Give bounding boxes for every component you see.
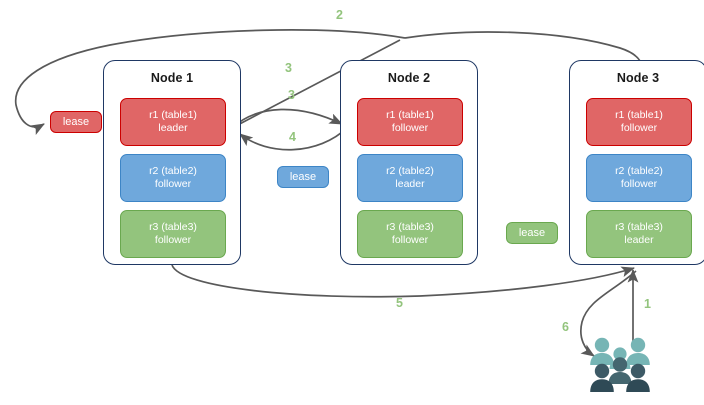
replica-role: leader <box>395 178 425 190</box>
edge-label-2: 2 <box>336 8 343 22</box>
replica-node2-r2[interactable]: r2 (table2) leader <box>357 154 463 202</box>
replica-node3-r2[interactable]: r2 (table2) follower <box>586 154 692 202</box>
node-title-node3: Node 3 <box>616 71 660 85</box>
edge-label-4: 4 <box>289 130 296 144</box>
lease-box-left[interactable]: lease <box>50 111 102 133</box>
replica-role: follower <box>620 122 658 134</box>
lease-box-right[interactable]: lease <box>506 222 558 244</box>
edge-label-3a: 3 <box>285 61 292 75</box>
edge-5-node1-to-node3 <box>171 264 635 298</box>
edge-label-6: 6 <box>562 320 569 334</box>
replica-role: follower <box>391 234 429 246</box>
replica-node1-r3[interactable]: r3 (table3) follower <box>120 210 226 258</box>
replica-role: follower <box>391 122 429 134</box>
replica-name: r3 (table3) <box>615 221 663 233</box>
edge-label-1: 1 <box>644 297 651 311</box>
replica-node3-r1[interactable]: r1 (table1) follower <box>586 98 692 146</box>
replica-role: leader <box>158 122 188 134</box>
replica-name: r2 (table2) <box>386 165 434 177</box>
replica-role: follower <box>154 178 192 190</box>
replica-name: r2 (table2) <box>149 165 197 177</box>
replica-node2-r3[interactable]: r3 (table3) follower <box>357 210 463 258</box>
replica-role: follower <box>620 178 658 190</box>
replica-name: r1 (table1) <box>149 109 197 121</box>
lease-box-middle[interactable]: lease <box>277 166 329 188</box>
node-box-node2[interactable]: Node 2 r1 (table1) follower r2 (table2) … <box>340 60 478 265</box>
edge-3-node1-to-node2 <box>231 108 343 129</box>
replica-node3-r3[interactable]: r3 (table3) leader <box>586 210 692 258</box>
replica-name: r1 (table1) <box>615 109 663 121</box>
edge-label-3b: 3 <box>288 88 295 102</box>
node-box-node3[interactable]: Node 3 r1 (table1) follower r2 (table2) … <box>569 60 704 265</box>
replica-name: r1 (table1) <box>386 109 434 121</box>
node-title-node2: Node 2 <box>387 71 431 85</box>
edge-label-5: 5 <box>396 296 403 310</box>
replica-name: r2 (table2) <box>615 165 663 177</box>
node-box-node1[interactable]: Node 1 r1 (table1) leader r2 (table2) fo… <box>103 60 241 265</box>
replica-role: leader <box>624 234 654 246</box>
node-title-node1: Node 1 <box>150 71 194 85</box>
replica-node2-r1[interactable]: r1 (table1) follower <box>357 98 463 146</box>
people-icon <box>590 337 650 392</box>
replica-name: r3 (table3) <box>149 221 197 233</box>
replica-role: follower <box>154 234 192 246</box>
replica-node1-r1[interactable]: r1 (table1) leader <box>120 98 226 146</box>
replica-name: r3 (table3) <box>386 221 434 233</box>
replica-node1-r2[interactable]: r2 (table2) follower <box>120 154 226 202</box>
